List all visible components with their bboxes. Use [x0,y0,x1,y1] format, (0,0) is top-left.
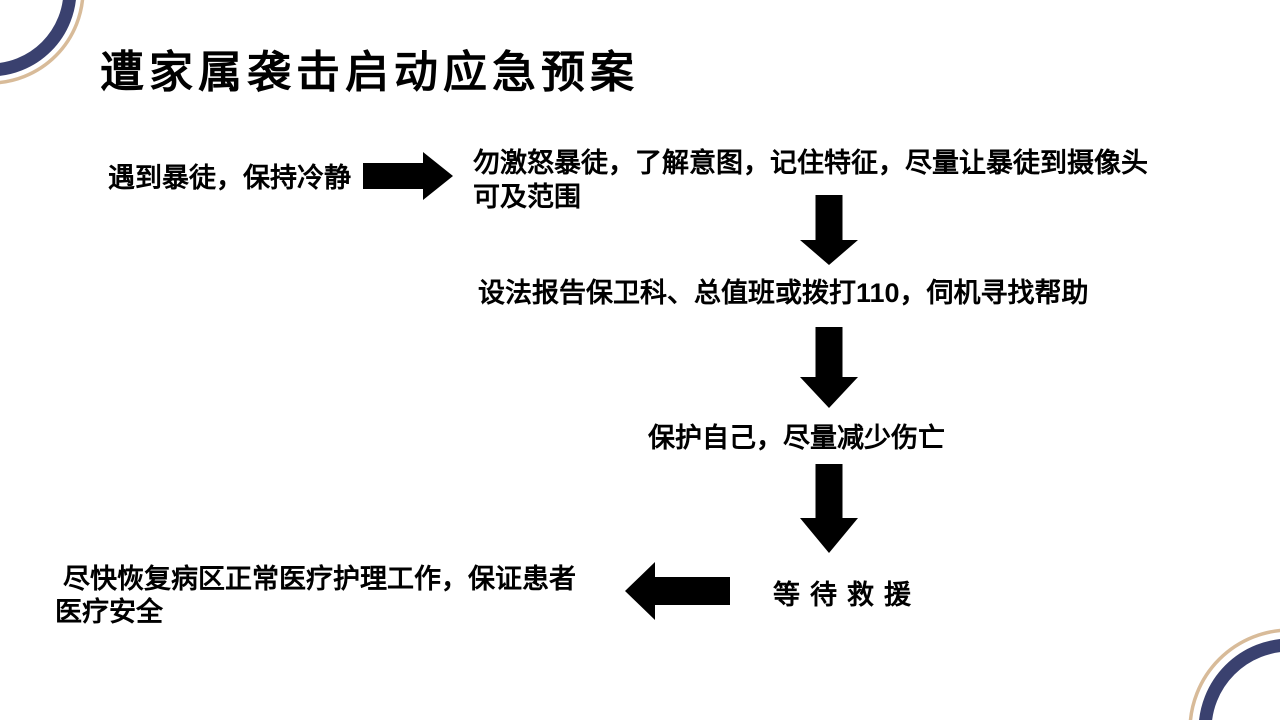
flow-step-await-rescue: 等待救援 [773,580,921,610]
arrow-down-shape [800,327,858,408]
arrow-down-icon [800,195,858,265]
flow-step-restore-care: 尽快恢复病区正常医疗护理工作，保证患者医疗安全 [55,564,576,627]
arrow-right-icon [363,152,453,200]
flow-step-avoid-provoking: 勿激怒暴徒，了解意图，记住特征，尽量让暴徒到摄像头可及范围 [473,148,1148,212]
arrow-down-shape [800,464,858,553]
arrow-right-shape [363,152,453,200]
flow-step-stay-calm: 遇到暴徒，保持冷静 [108,163,351,193]
slide-title: 遭家属袭击启动应急预案 [100,48,639,97]
corner-arc-navy-ring [0,0,76,76]
flow-step-protect-self: 保护自己，尽量减少伤亡 [648,423,945,453]
corner-arc-navy-ring [1199,639,1280,720]
corner-arc-bottom-right [1188,628,1280,720]
arrow-down-icon [800,327,858,408]
arrow-down-shape [800,195,858,265]
arrow-left-icon [625,562,730,620]
arrow-down-icon [800,464,858,553]
arrow-left-shape [625,562,730,620]
flow-step-report-security: 设法报告保卫科、总值班或拨打110，伺机寻找帮助 [478,278,1089,308]
